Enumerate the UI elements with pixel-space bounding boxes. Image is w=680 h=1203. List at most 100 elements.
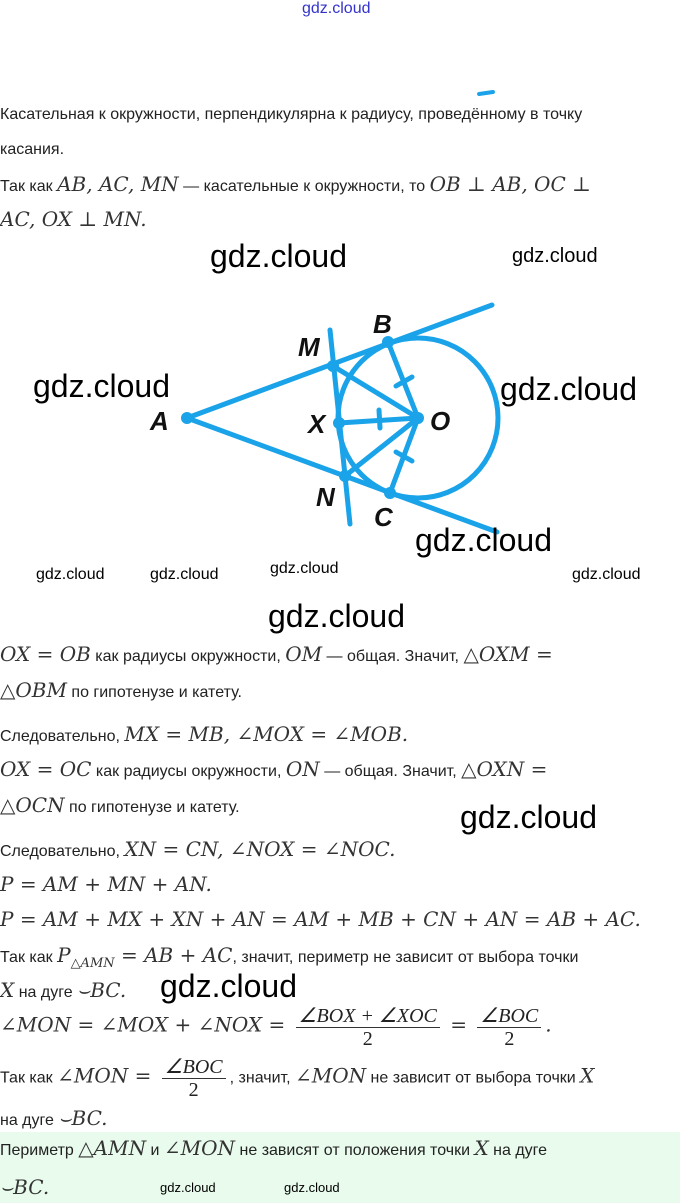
geometry-diagram: A B C M N X O: [149, 302, 501, 535]
text-line: Касательная к окружности, перпендикулярн…: [0, 103, 582, 127]
top-watermark: gdz.cloud: [302, 0, 371, 17]
math-expression: P = AM + MN + AN.: [0, 872, 212, 896]
segment-on: [342, 415, 421, 479]
math-expression: ⌣BC.: [77, 978, 127, 1002]
point-o: [412, 412, 424, 424]
text-segment: на дуге: [0, 1112, 59, 1129]
point-a: [181, 412, 193, 424]
math-expression: X: [474, 1136, 489, 1160]
watermark: gdz.cloud: [160, 968, 297, 1004]
watermark: gdz.cloud: [210, 238, 347, 274]
text-line: ⌣BC.: [0, 1175, 49, 1202]
fraction-denominator: 2: [362, 1028, 373, 1050]
watermark: gdz.cloud: [512, 245, 598, 267]
math-expression: △OXM =: [463, 642, 553, 666]
math-expression: =: [443, 1012, 474, 1037]
math-expression: △OBM: [0, 678, 67, 702]
point-c: [384, 487, 396, 499]
point-x: [333, 417, 345, 429]
watermark: gdz.cloud: [268, 598, 405, 634]
text-line: △OBM по гипотенузе и катету.: [0, 678, 242, 705]
math-expression: ⌣BC.: [0, 1175, 50, 1199]
text-segment: как радиусы окружности,: [91, 763, 286, 780]
math-expression: XN = CN, ∠NOX = ∠NOC.: [124, 837, 396, 861]
text-segment: — общая. Значит,: [322, 648, 464, 665]
watermark: gdz.cloud: [36, 566, 105, 583]
text-segment: — касательные к окружности, то: [178, 178, 430, 195]
text-segment: на дуге: [14, 984, 78, 1001]
text-line: Следовательно, XN = CN, ∠NOX = ∠NOC.: [0, 837, 395, 864]
math-expression: △OXN =: [461, 757, 548, 781]
text-line: P = AM + MX + XN + AN = AM + MB + CN + A…: [0, 907, 641, 934]
point-n: [339, 470, 351, 482]
text-segment: по гипотенузе и катету.: [64, 799, 240, 816]
text-line: касания.: [0, 138, 64, 162]
math-expression: AB, AC, MN: [57, 172, 179, 196]
math-expression: ⌣BC.: [58, 1106, 108, 1130]
text-segment: Периметр: [0, 1142, 79, 1159]
math-expression: ∠MON: [294, 1063, 367, 1088]
text-line: Так как AB, AC, MN — касательные к окруж…: [0, 172, 591, 199]
math-expression: P: [57, 943, 71, 967]
watermark: gdz.cloud: [160, 1180, 216, 1195]
tick-ob: [393, 374, 415, 389]
text-segment: , значит,: [229, 1069, 295, 1087]
text-line: Периметр △AMN и ∠MON не зависят от полож…: [0, 1136, 547, 1163]
point-b: [382, 336, 394, 348]
label-b: B: [373, 309, 392, 339]
text-segment: не зависит от выбора точки: [366, 1069, 581, 1087]
math-expression: = AB + AC: [114, 943, 233, 967]
math-expression: P = AM + MX + XN + AN = AM + MB + CN + A…: [0, 907, 641, 931]
math-expression: OB ⊥ AB, OC ⊥: [429, 172, 591, 196]
text-segment: на дуге: [488, 1142, 548, 1159]
math-expression: X: [0, 978, 15, 1002]
tick-ox: [376, 407, 383, 431]
watermark: gdz.cloud: [415, 522, 552, 558]
tangent-ab: [184, 302, 495, 421]
text-segment: — общая. Значит,: [319, 763, 462, 780]
text-segment: Так как: [0, 1069, 58, 1087]
text-segment: Следовательно,: [0, 728, 125, 745]
text-segment: , значит, периметр не зависит от выбора …: [232, 949, 579, 966]
point-m: [327, 360, 339, 372]
math-expression: ∠MON =: [57, 1063, 158, 1088]
math-expression: ON: [285, 757, 320, 781]
math-expression: OX = OC: [0, 757, 92, 781]
watermark: gdz.cloud: [460, 799, 597, 835]
text-segment: по гипотенузе и катету.: [66, 684, 242, 701]
label-c: C: [374, 502, 394, 532]
math-expression: △OCN: [0, 793, 65, 817]
math-expression: OM: [285, 642, 323, 666]
text-segment: Следовательно,: [0, 843, 125, 860]
text-line: X на дуге ⌣BC.: [0, 978, 126, 1005]
text-segment: и: [146, 1142, 164, 1159]
text-segment: как радиусы окружности,: [90, 648, 286, 665]
math-expression: MX = MB, ∠MOX = ∠MOB.: [124, 722, 409, 746]
fraction-denominator: 2: [188, 1079, 199, 1101]
math-expression: X: [580, 1063, 595, 1088]
math-expression: AC, OX ⊥ MN.: [0, 207, 147, 231]
text-segment: не зависят от положения точки: [235, 1142, 475, 1159]
fraction-numerator: ∠BOC: [477, 1005, 542, 1028]
math-expression: .: [545, 1012, 552, 1037]
text-segment: Так как: [0, 178, 58, 195]
watermark: gdz.cloud: [33, 368, 170, 404]
watermark: gdz.cloud: [284, 1180, 340, 1195]
fraction-denominator: 2: [504, 1028, 515, 1050]
math-expression: OX = OB: [0, 642, 91, 666]
text-line: на дуге ⌣BC.: [0, 1106, 108, 1133]
text-segment: касания.: [0, 141, 65, 158]
text-line: OX = OB как радиусы окружности, OM — общ…: [0, 642, 553, 669]
watermark: gdz.cloud: [150, 566, 219, 583]
math-subscript: △AMN: [70, 956, 115, 971]
text-line: Так как P△AMN = AB + AC, значит, перимет…: [0, 943, 578, 976]
text-line: AC, OX ⊥ MN.: [0, 207, 147, 234]
answer-box: [0, 1132, 680, 1203]
text-segment: Касательная к окружности, перпендикулярн…: [0, 106, 583, 123]
text-line: Следовательно, MX = MB, ∠MOX = ∠MOB.: [0, 722, 408, 749]
math-expression: △AMN: [78, 1136, 147, 1160]
label-o: O: [430, 406, 450, 436]
